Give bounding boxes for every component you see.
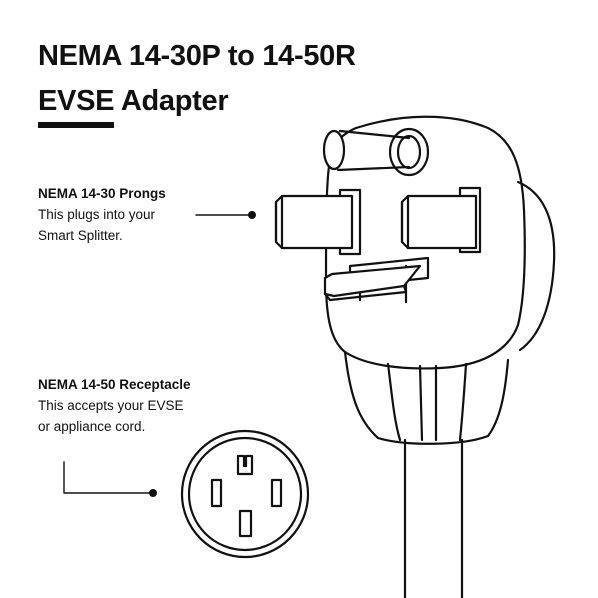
page-title: NEMA 14-30P to 14-50R EVSE Adapter — [38, 34, 356, 124]
left-prong — [274, 188, 362, 256]
callout-prongs-heading: NEMA 14-30 Prongs — [38, 186, 166, 201]
adapter-cable — [403, 438, 464, 598]
right-prong — [400, 186, 482, 254]
receptacle-left-slot — [210, 478, 223, 508]
receptacle-neutral-slot — [238, 509, 253, 538]
title-line-1: NEMA 14-30P to 14-50R — [38, 40, 356, 72]
leader-line-prongs — [195, 211, 256, 219]
callout-receptacle: NEMA 14-50 Receptacle This accepts your … — [38, 374, 191, 437]
title-underline — [38, 122, 114, 128]
callout-receptacle-line-1: This accepts your EVSE — [38, 398, 184, 413]
callout-receptacle-line-2: or appliance cord. — [38, 419, 146, 434]
receptacle-right-slot — [270, 478, 283, 508]
adapter-side-bump — [516, 180, 556, 352]
callout-prongs-line-1: This plugs into your — [38, 207, 156, 222]
leader-line-receptacle — [63, 461, 157, 497]
receptacle-ground-slot — [236, 454, 254, 476]
callout-prongs: NEMA 14-30 Prongs This plugs into your S… — [38, 183, 166, 246]
title-line-2: EVSE Adapter — [38, 85, 229, 117]
ground-pin — [322, 127, 430, 177]
callout-prongs-line-2: Smart Splitter. — [38, 228, 123, 243]
adapter-neck — [343, 350, 510, 445]
neutral-blade — [323, 256, 430, 304]
receptacle-face — [180, 429, 310, 559]
callout-receptacle-heading: NEMA 14-50 Receptacle — [38, 377, 191, 392]
